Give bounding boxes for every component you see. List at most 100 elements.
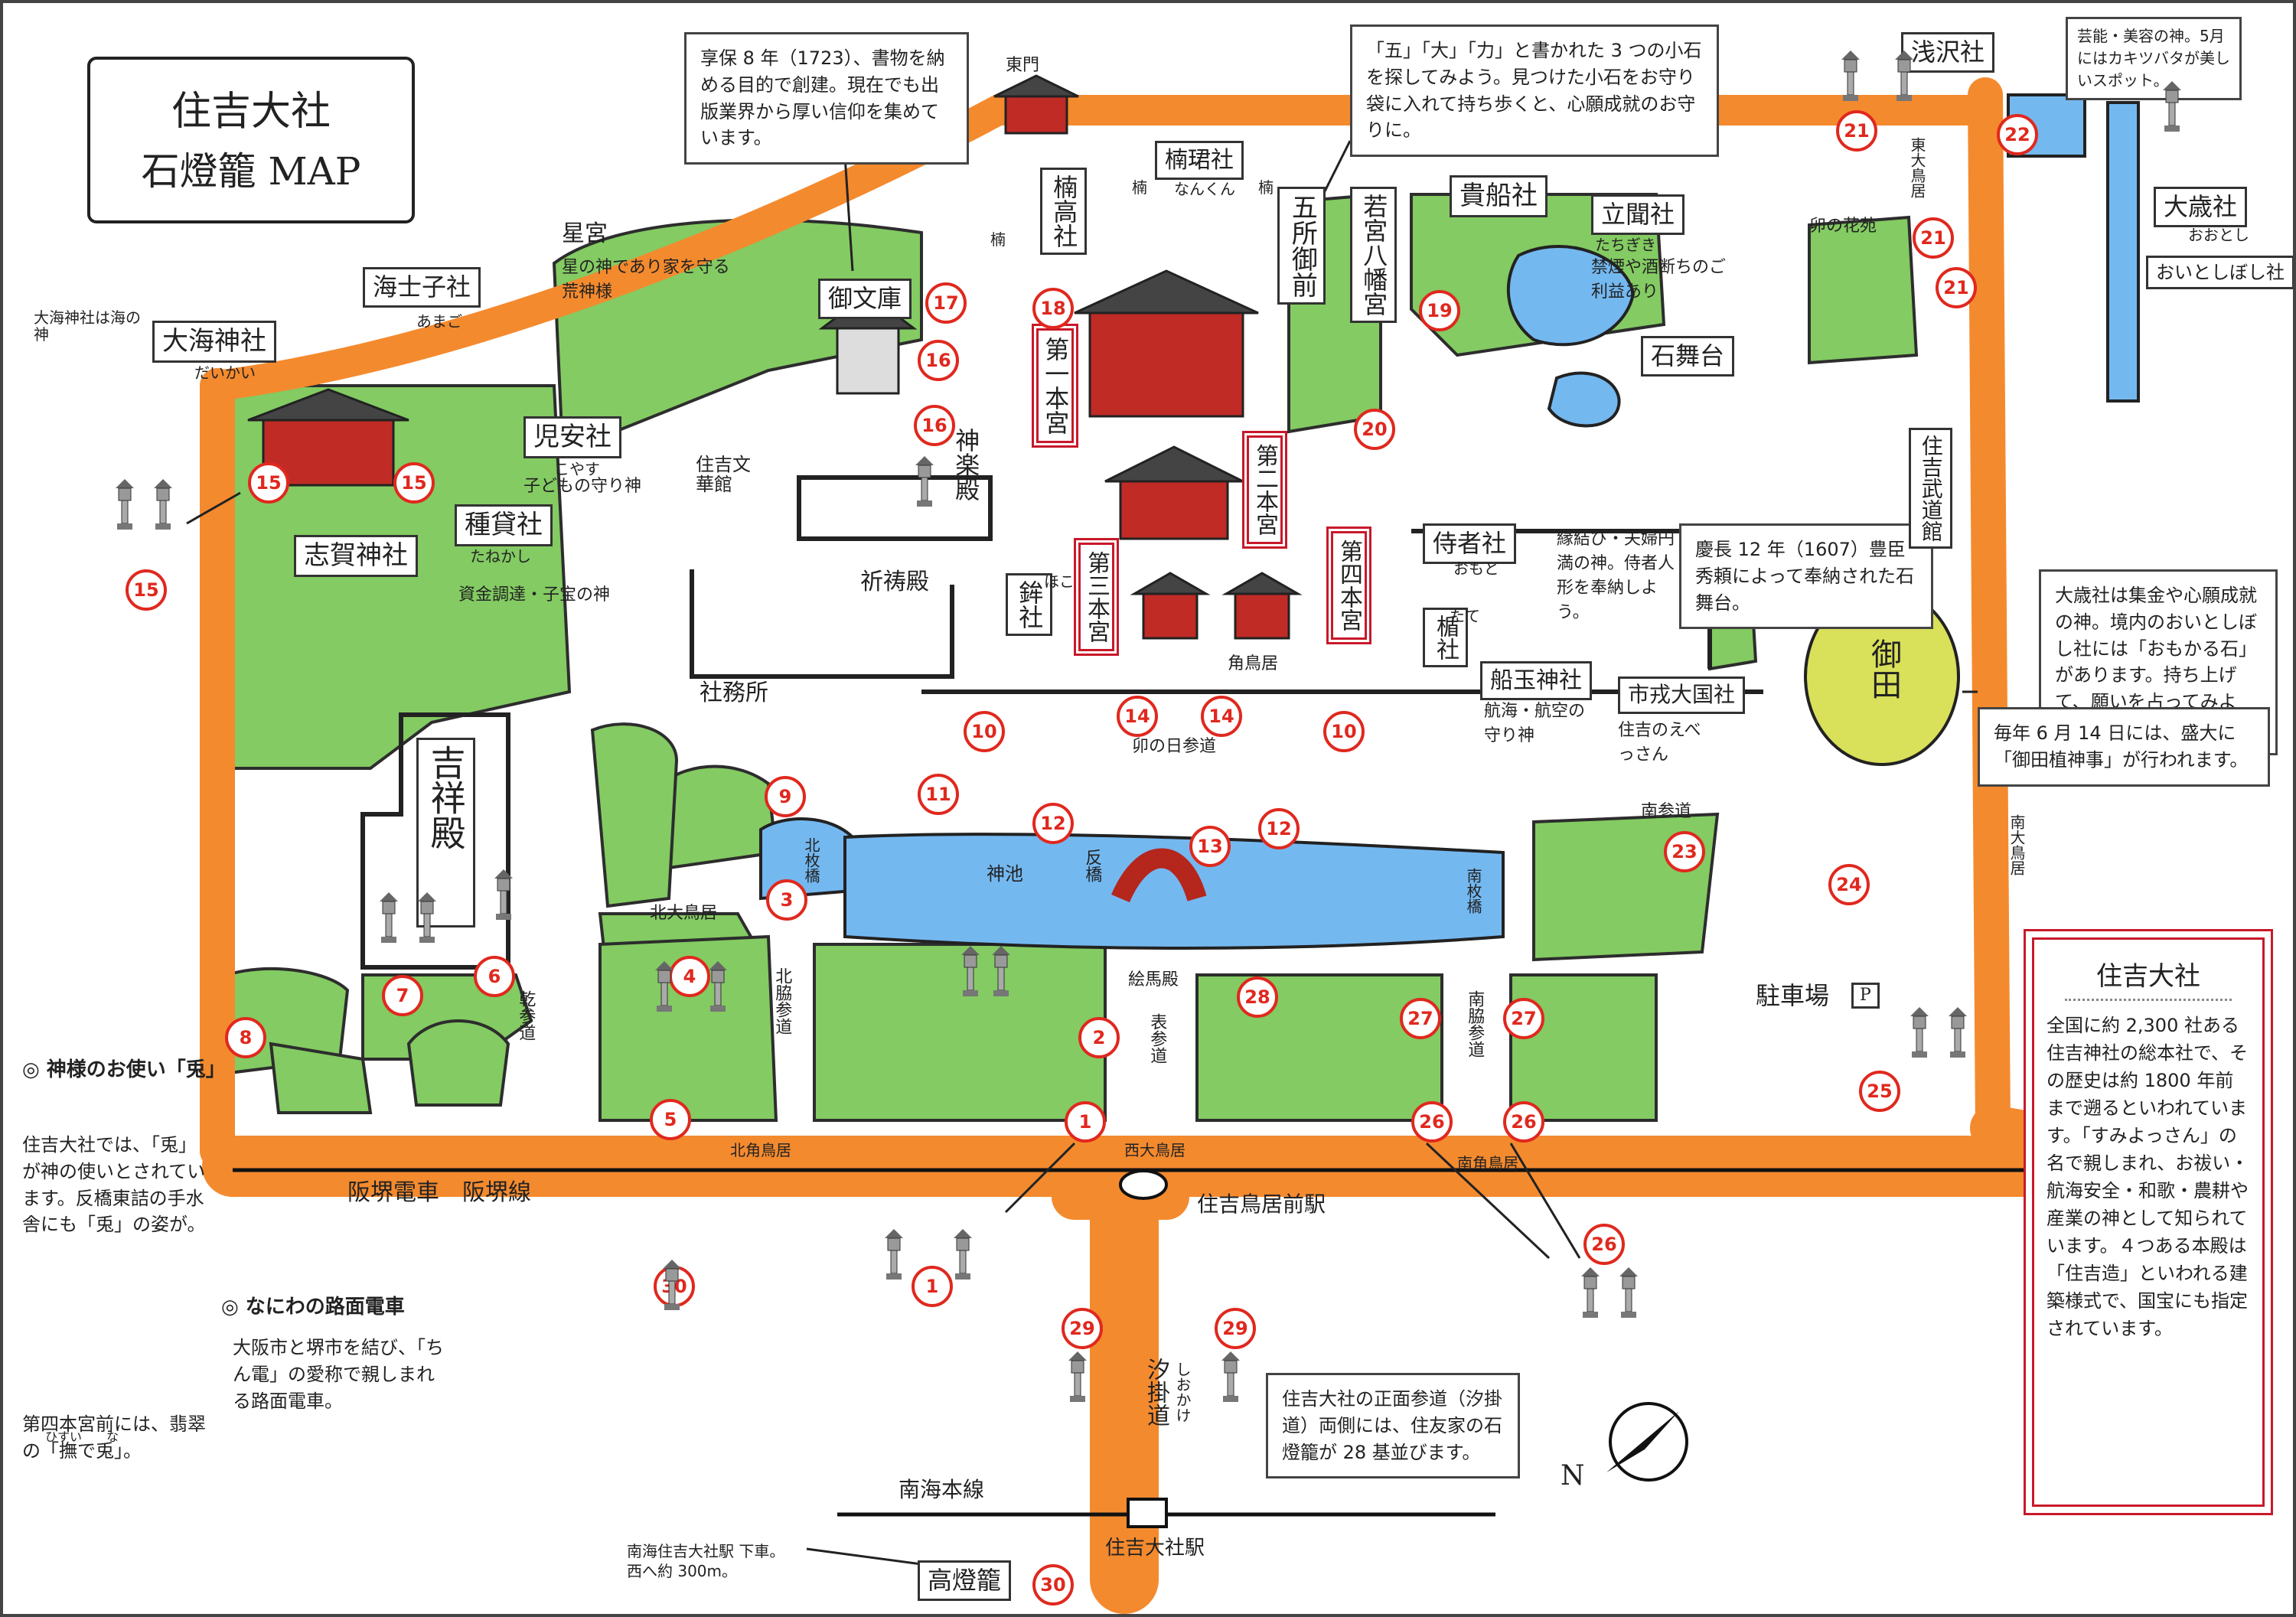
ruby-tachigiki: たちぎき [1595,236,1656,254]
lantern-number-15a: 15 [248,462,289,504]
lantern-number-22: 22 [1997,114,2038,155]
label-minamihira: 南枚橋 [1464,868,1482,914]
lantern-number-10a: 10 [964,711,1005,752]
sorihashi-bridge [1111,848,1207,903]
label-emaden: 絵馬殿 [1128,970,1179,989]
label-kita-kakutorii: 北角鳥居 [730,1141,791,1159]
lantern-number-5: 5 [650,1099,691,1140]
usagi-title: ◎ 神様のお使い「兎」 [22,1058,226,1081]
label-daikai: 大海神社 [152,321,276,363]
lantern-number-15c: 15 [126,569,167,611]
label-minami-sando: 南参道 [1641,802,1692,821]
label-station1: 住吉鳥居前駅 [1197,1192,1326,1217]
stone-lantern-icon [1580,1266,1601,1319]
station-mark-2 [1127,1498,1168,1528]
stone-lantern-icon [661,1258,683,1312]
stone-lantern-icon [2161,80,2183,133]
label-takatoro: 高燈籠 [918,1560,1012,1602]
lantern-number-4: 4 [669,956,710,997]
stone-lantern-icon [1947,1006,1968,1059]
stones-note: 「五」「大」「力」と書かれた 3 つの小石を探してみよう。見つけた小石をお守り袋… [1350,24,1719,158]
label-shamusho: 社務所 [700,680,768,706]
stone-lantern-icon [416,891,438,944]
lantern-number-17: 17 [925,282,967,324]
stone-lantern-icon [1220,1350,1241,1403]
label-shiokake: 汐掛道 [1143,1358,1169,1426]
stone-lantern-icon [1840,49,1861,103]
lantern-number-29a: 29 [1062,1308,1103,1349]
lantern-number-16a: 16 [918,340,959,381]
hoshimiya-desc: 星の神であり家を守る荒神様 [562,258,730,302]
label-gobunko: 御文庫 [818,279,912,320]
label-honguu2: 第二本宮 [1244,433,1285,546]
title-line2: 石燈籠 MAP [141,149,361,194]
label-omote: 表参道 [1147,1013,1167,1064]
label-unohi: 卯の日参道 [1132,737,1217,756]
label-ichinoi: 市戎大国社 [1618,676,1746,714]
stone-lantern-icon [1893,49,1915,103]
lantern-number-30b: 30 [1032,1564,1074,1606]
ruby-amago: あまご [416,312,462,331]
label-higashimon: 東門 [1006,56,1040,75]
omoto-desc: 縁結び・夫婦円満の神。侍者人形を奉納しよう。 [1557,530,1675,622]
stone-lantern-icon [707,960,729,1013]
label-kitoden: 祈祷殿 [860,569,929,595]
label-kakutorii: 角鳥居 [1228,654,1279,673]
label-amago: 海士子社 [363,267,481,308]
lantern-number-29b: 29 [1215,1308,1256,1349]
label-hankai: 阪堺電車 阪堺線 [347,1179,531,1206]
lantern-number-21b: 21 [1913,217,1954,259]
stone-lantern-icon [914,455,935,508]
label-asazawa: 浅沢社 [1901,32,1995,73]
info-box-body: 全国に約 2,300 社ある住吉神社の総本社で、その歴史は約 1800 年前まで… [2047,1015,2249,1339]
label-wakamiya: 若宮八幡宮 [1350,187,1397,323]
label-hoko: 鉾社 [1006,573,1053,636]
title-line1: 住吉大社 [171,89,331,135]
lantern-number-2: 2 [1078,1017,1120,1058]
lantern-number-7: 7 [382,975,423,1016]
stone-lantern-icon [1909,1006,1930,1059]
label-hoshimiya: 星宮 [562,220,608,247]
label-unohana: 卯の花苑 [1809,217,1877,236]
label-parking: 駐車場 [1756,981,1830,1010]
label-ishibutai: 石舞台 [1641,336,1735,377]
stone-lantern-icon [960,944,981,998]
lantern-number-16b: 16 [914,405,955,446]
lantern-number-21a: 21 [1836,110,1877,152]
lantern-number-14b: 14 [1201,696,1242,737]
lantern-number-27a: 27 [1400,998,1441,1039]
lantern-number-1b: 1 [912,1266,953,1307]
tanekashi-desc: 資金調達・子宝の神 [458,585,611,605]
tachigiki-desc: 禁煙や酒断ちのご利益あり [1591,258,1727,302]
lantern-number-13: 13 [1189,826,1231,867]
label-kita-otorii: 北大鳥居 [650,904,718,923]
label-minami-otorii: 南大鳥居 [2007,814,2026,875]
lantern-number-12b: 12 [1258,808,1300,849]
label-inui: 乾参道 [516,990,536,1041]
info-box-title: 住吉大社 [2096,961,2200,992]
compass-arrow [1606,1411,1679,1472]
title-banner: 住吉大社 石燈籠 MAP [87,57,415,223]
lantern-number-20: 20 [1354,409,1395,450]
lantern-number-1: 1 [1065,1101,1106,1143]
lantern-number-24: 24 [1828,864,1870,905]
funatama-desc: 航海・航空の守り神 [1484,702,1586,745]
ruby-kusutaka: なんくん [1174,180,1235,198]
label-honguu3: 第三本宮 [1076,540,1117,654]
label-nankai: 南海本線 [899,1477,985,1502]
stone-lantern-icon [654,960,675,1013]
label-honguu1: 第一本宮 [1033,326,1077,445]
label-bunkakan: 住吉文華館 [696,454,751,496]
stone-lantern-icon [378,891,400,944]
lantern-number-26c: 26 [1583,1224,1625,1265]
ruby-koyasu: こやす [554,460,600,478]
tram-body: 大阪市と堺市を結び、「ちん電」の愛称で親しまれる路面電車。 [233,1337,444,1412]
lantern-number-28: 28 [1237,976,1278,1018]
label-ootoshi: 大歳社 [2154,187,2248,228]
label-omoto: 侍者社 [1423,523,1517,565]
label-oitoshi: おいとしぼし社 [2146,256,2293,290]
usagi-body: 住吉大社では、「兎」が神の使いとされています。反橋東詰の手水舎にも「兎」の姿が。 [22,1134,206,1236]
label-kitahira: 北枚橋 [802,837,820,883]
lantern-number-21c: 21 [1936,267,1977,308]
